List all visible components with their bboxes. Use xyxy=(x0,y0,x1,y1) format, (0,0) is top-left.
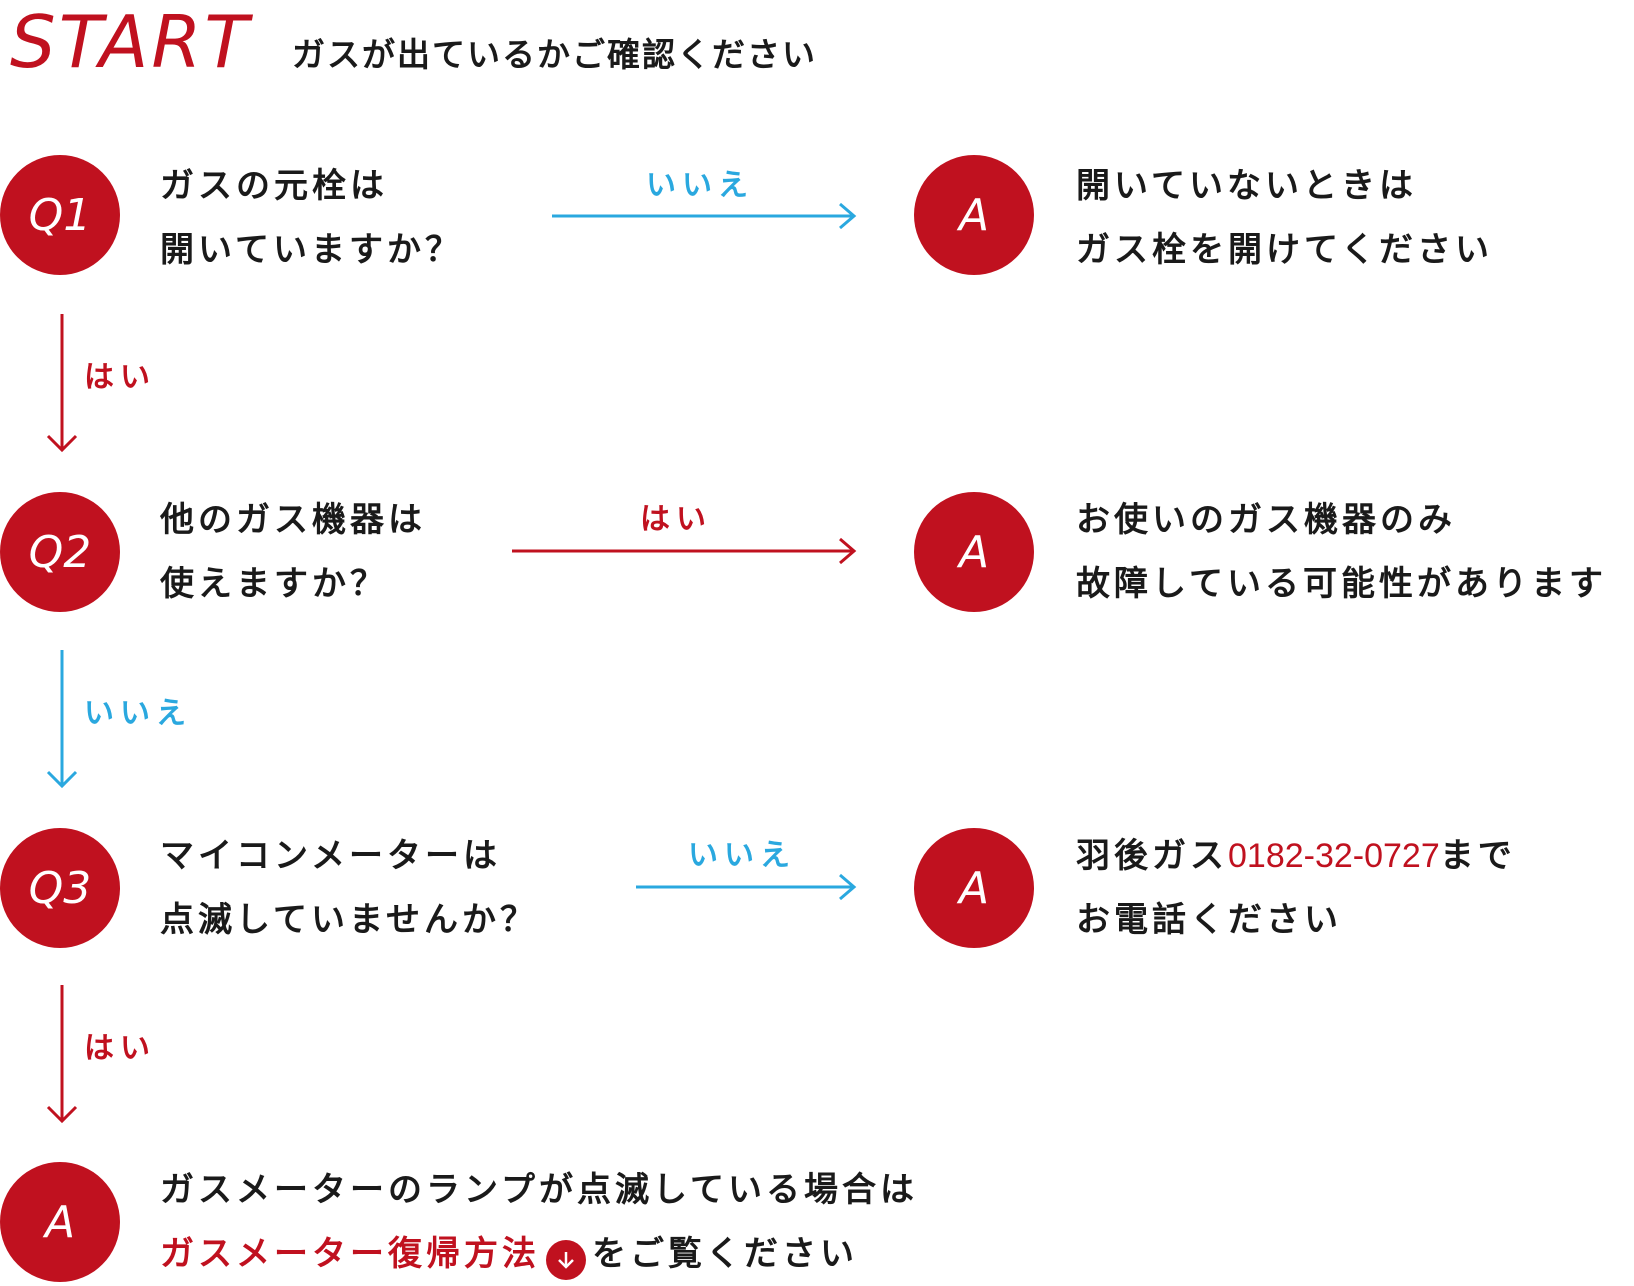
a2-answer: お使いのガス機器のみ 故障している可能性があります xyxy=(1076,488,1607,616)
q2-down-label: いいえ xyxy=(84,696,192,731)
q3-right-arrow xyxy=(636,873,857,901)
q2-line2: 使えますか？ xyxy=(160,564,388,604)
q2-right-arrow xyxy=(512,537,857,565)
a1-line2: ガス栓を開けてください xyxy=(1076,230,1493,270)
start-title: START xyxy=(10,0,252,84)
a3-answer: 羽後ガス0182-32-0727まで お電話ください xyxy=(1076,824,1516,952)
a4-suffix: をご覧ください xyxy=(592,1234,858,1274)
a4-line1: ガスメーターのランプが点滅している場合は xyxy=(160,1170,918,1210)
q3-down-label: はい xyxy=(84,1031,156,1066)
gas-meter-reset-link[interactable]: ガスメーター復帰方法 xyxy=(160,1234,540,1274)
a3-prefix: 羽後ガス xyxy=(1076,836,1228,876)
a4-line2: ガスメーター復帰方法 をご覧ください xyxy=(160,1222,918,1286)
a3-line2: お電話ください xyxy=(1076,900,1342,940)
start-subtitle: ガスが出ているかご確認ください xyxy=(292,35,817,74)
q3-line1: マイコンメーターは xyxy=(160,836,501,876)
a3-badge: A xyxy=(914,828,1034,948)
a2-line2: 故障している可能性があります xyxy=(1076,564,1607,604)
arrow-down-circle-icon[interactable] xyxy=(546,1240,586,1280)
q3-badge: Q3 xyxy=(0,828,120,948)
q2-down-arrow xyxy=(46,650,78,789)
q2-right-label: はい xyxy=(640,502,712,537)
a1-line1: 開いていないときは xyxy=(1076,166,1417,206)
q1-down-arrow xyxy=(46,314,78,453)
a4-badge: A xyxy=(0,1162,120,1282)
q1-line2: 開いていますか？ xyxy=(160,230,463,270)
q1-question: ガスの元栓は 開いていますか？ xyxy=(160,154,463,282)
phone-number-link[interactable]: 0182-32-0727 xyxy=(1228,837,1440,875)
q1-badge: Q1 xyxy=(0,155,120,275)
a1-badge: A xyxy=(914,155,1034,275)
q1-down-label: はい xyxy=(84,360,156,395)
q3-down-arrow xyxy=(46,985,78,1124)
q1-right-arrow xyxy=(552,202,857,230)
q1-line1: ガスの元栓は xyxy=(160,166,388,206)
q2-question: 他のガス機器は 使えますか？ xyxy=(160,488,426,616)
a2-badge: A xyxy=(914,492,1034,612)
a3-line1: 羽後ガス0182-32-0727まで xyxy=(1076,824,1516,888)
a1-answer: 開いていないときは ガス栓を開けてください xyxy=(1076,154,1493,282)
q3-line2: 点滅していませんか？ xyxy=(160,900,538,940)
q3-question: マイコンメーターは 点滅していませんか？ xyxy=(160,824,538,952)
q2-line1: 他のガス機器は xyxy=(160,500,426,540)
q3-right-label: いいえ xyxy=(688,838,796,873)
a3-suffix: まで xyxy=(1439,836,1516,876)
a2-line1: お使いのガス機器のみ xyxy=(1076,500,1456,540)
q2-badge: Q2 xyxy=(0,492,120,612)
a4-answer: ガスメーターのランプが点滅している場合は ガスメーター復帰方法 をご覧ください xyxy=(160,1158,918,1286)
q1-right-label: いいえ xyxy=(646,168,754,203)
